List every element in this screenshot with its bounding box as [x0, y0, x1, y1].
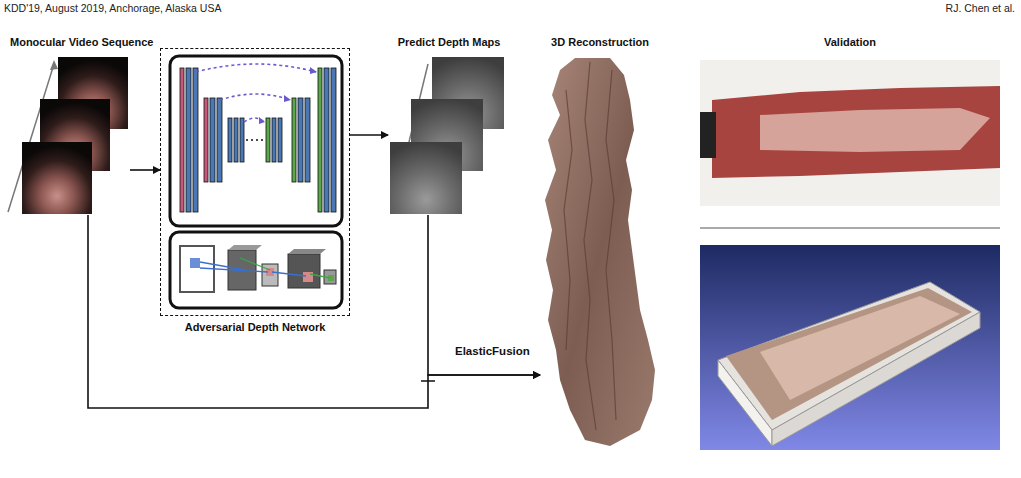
instrument — [700, 112, 716, 158]
unet-layers — [180, 68, 336, 212]
node-heading: Monocular Video Sequence — [10, 36, 153, 49]
flow-connector — [88, 215, 540, 408]
time-arrow-head — [50, 60, 58, 70]
diagram-node: Monocular Video Sequence — [8, 36, 130, 215]
diagram-node: 3D Reconstruction — [540, 36, 660, 448]
reconstruction-texture — [564, 62, 616, 430]
phantom-box — [718, 282, 980, 446]
diagram-node: Predict Depth Maps — [388, 36, 510, 215]
divider — [700, 228, 1000, 229]
node-heading: 3D Reconstruction — [551, 36, 649, 49]
running-header: KDD'19, August 2019, Anchorage, Alaska U… — [4, 2, 221, 15]
specimen-photo — [700, 60, 1000, 206]
edge-label: ElasticFusion — [455, 344, 530, 358]
node-heading: Adversarial Depth Network — [185, 321, 326, 334]
discriminator-box — [170, 232, 342, 308]
tissue-inner — [760, 108, 990, 152]
tissue — [712, 86, 1000, 178]
discriminator-layers — [180, 245, 336, 292]
generator-box — [170, 56, 342, 226]
flow-connector — [130, 169, 160, 171]
junction-plus — [421, 380, 435, 382]
depth-frame — [390, 142, 462, 214]
ellipsis-dots — [246, 139, 264, 141]
diagram-node: Validation — [700, 36, 1000, 450]
skip-heads — [259, 67, 317, 124]
model-render — [700, 245, 1000, 450]
node-heading: Validation — [824, 36, 876, 49]
flow-connector — [428, 215, 540, 375]
node-heading: Predict Depth Maps — [398, 36, 501, 49]
skip-connections — [196, 64, 316, 122]
diagram-node: Adversarial Depth Network — [160, 48, 350, 316]
author-header: RJ. Chen et al. — [946, 2, 1015, 15]
video-frame — [22, 142, 92, 214]
flow-connector — [350, 134, 388, 136]
reconstruction-model — [545, 58, 655, 446]
